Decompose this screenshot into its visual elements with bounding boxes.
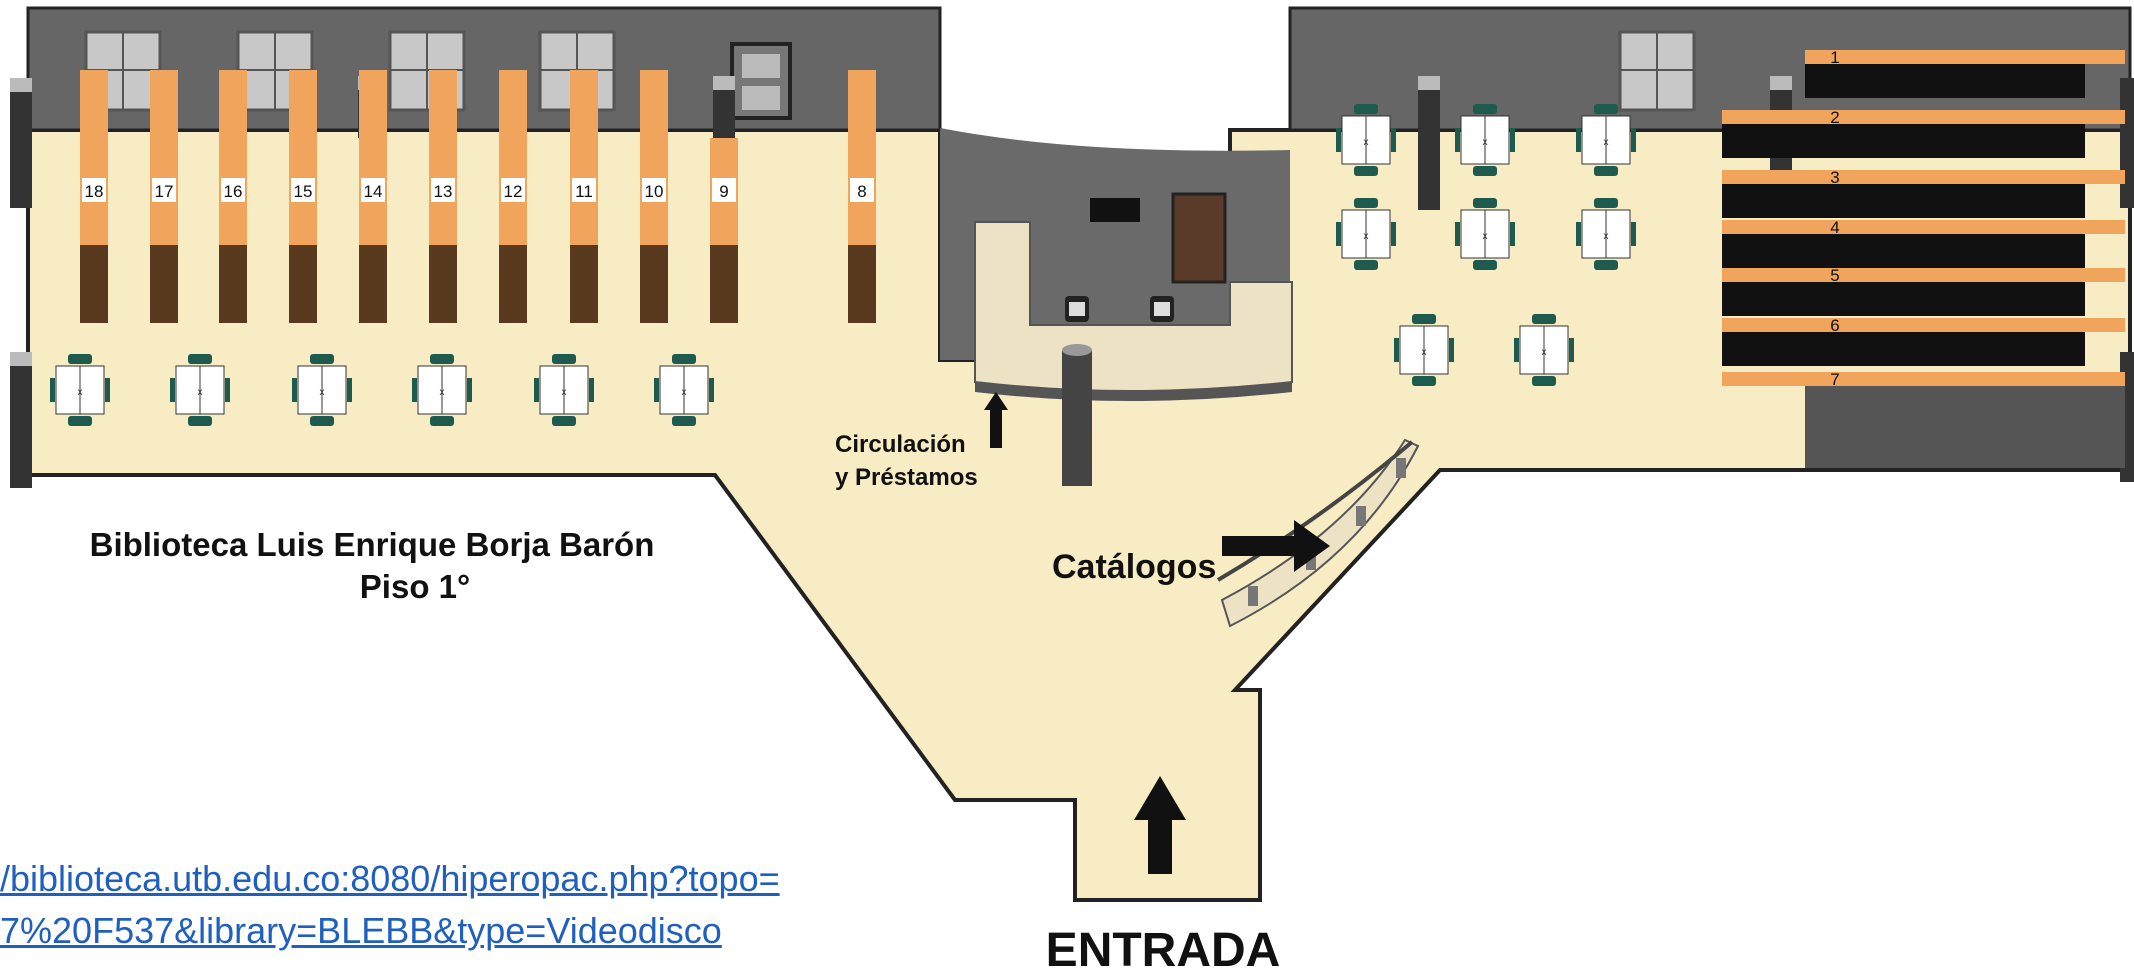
shelf-number: 17 (155, 182, 174, 201)
stack-number: 7 (1830, 370, 1839, 389)
book-stack: 7 (1722, 370, 2125, 389)
bookshelf: 13 (429, 70, 457, 323)
chair-icon (1150, 296, 1174, 322)
book-stack: 2 (1722, 108, 2125, 158)
bookshelf: 15 (289, 70, 317, 323)
bookshelf: 11 (570, 70, 598, 323)
bookshelf: 8 (848, 70, 876, 323)
bookshelf: 9 (710, 138, 738, 323)
bookshelf: 12 (499, 70, 527, 323)
book-stack: 3 (1722, 168, 2125, 218)
bookshelf: 16 (219, 70, 247, 323)
book-stack: 1 (1805, 48, 2125, 98)
book-stack: 4 (1722, 218, 2125, 268)
back-door (730, 42, 792, 120)
stack-number: 5 (1830, 266, 1839, 285)
shelf-number: 12 (504, 182, 523, 201)
catalogs-label: Catálogos (1052, 548, 1216, 586)
circulation-label: Circulación (835, 431, 966, 458)
shelf-number: 13 (434, 182, 453, 201)
stack-number: 4 (1830, 218, 1839, 237)
stack-number: 6 (1830, 316, 1839, 335)
stack-number: 2 (1830, 108, 1839, 127)
catalog-link-line1[interactable]: /biblioteca.utb.edu.co:8080/hiperopac.ph… (0, 858, 780, 899)
circulation-label-line2: y Préstamos (835, 464, 978, 491)
shelf-number: 11 (575, 182, 593, 201)
circulation-desk (974, 192, 1293, 486)
window (1618, 30, 1696, 112)
arrow-up-icon (984, 392, 1008, 448)
arrow-up-icon (1134, 776, 1186, 874)
shelf-number: 9 (719, 182, 728, 201)
stack-number: 1 (1830, 48, 1839, 67)
column (10, 78, 32, 208)
bookshelf: 17 (150, 70, 178, 323)
catalog-link-line2[interactable]: 7%20F537&library=BLEBB&type=Videodisco (0, 910, 722, 951)
shelf-number: 16 (224, 182, 243, 201)
shelf-number: 8 (857, 182, 866, 201)
library-title: Biblioteca Luis Enrique Borja Barón (90, 526, 655, 563)
shelf-number: 14 (364, 182, 383, 201)
shelf-number: 15 (294, 182, 313, 201)
book-stack: 5 (1722, 266, 2125, 316)
book-stack: 6 (1722, 316, 2125, 366)
column (10, 352, 32, 488)
shelf-number: 18 (85, 182, 104, 201)
shelf-number: 10 (645, 182, 664, 201)
left-shelves: 18 17 16 15 14 13 12 11 10 9 8 (80, 70, 876, 323)
floor-label: Piso 1° (360, 568, 470, 605)
column (713, 76, 735, 138)
storage-cabinets (1805, 386, 2125, 468)
stack-number: 3 (1830, 168, 1839, 187)
catalog-counter (1216, 438, 1420, 628)
column (2120, 78, 2134, 208)
bookshelf: 10 (640, 70, 668, 323)
bookshelf: 14 (359, 70, 387, 323)
entrance-label: ENTRADA (1046, 924, 1281, 973)
right-stacks: 1 2 3 4 5 6 7 (1722, 48, 2125, 468)
chair-icon (1065, 296, 1089, 322)
bookshelf: 18 (80, 70, 108, 323)
column (1418, 76, 1440, 210)
arrow-right-icon (1222, 520, 1330, 572)
